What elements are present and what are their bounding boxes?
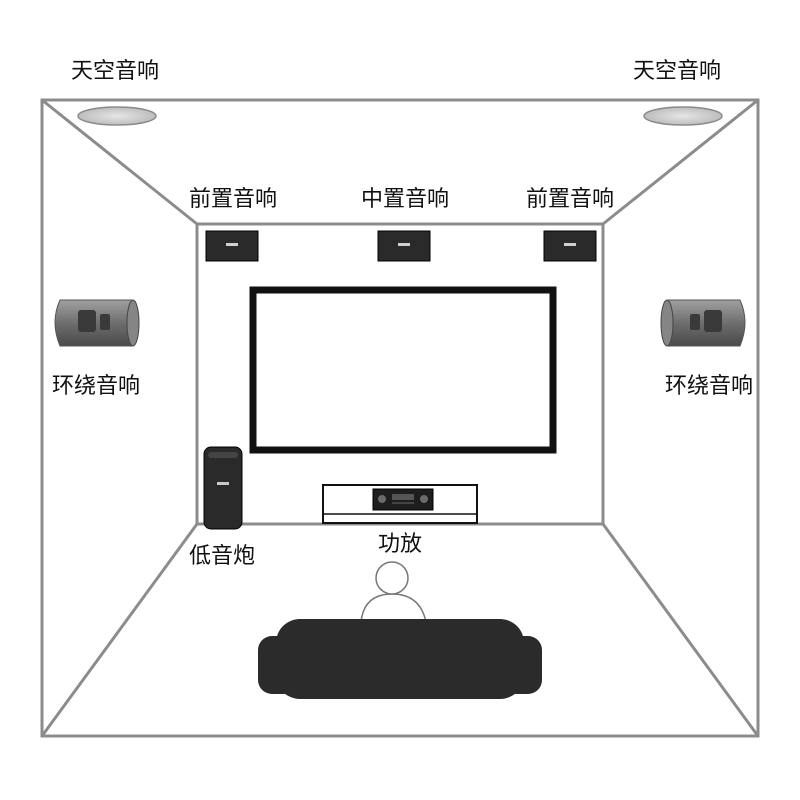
surround-speaker-right [660,299,746,347]
room-outer-wall [40,98,760,738]
surround-speaker-left [54,299,140,347]
front-speaker-right [543,230,597,262]
center-speaker [377,230,431,262]
label-ceiling-right: 天空音响 [633,59,721,84]
room-edge-top-right [602,98,759,226]
label-surround-left: 环绕音响 [52,374,140,399]
ceiling-speaker-right [643,106,723,126]
front-speaker-left [205,230,259,262]
subwoofer [203,446,243,530]
amplifier-cabinet [322,484,478,524]
ceiling-speaker-left [77,106,157,126]
label-amplifier: 功放 [378,532,422,557]
label-surround-right: 环绕音响 [665,374,753,399]
viewer-person [360,561,427,623]
sofa [258,619,542,699]
label-front-left: 前置音响 [189,187,277,212]
label-ceiling-left: 天空音响 [71,59,159,84]
room-edge-top-left [41,98,198,226]
label-front-right: 前置音响 [526,187,614,212]
room-edge-bottom-right [601,523,760,737]
projection-screen [249,286,557,454]
label-center: 中置音响 [361,187,449,212]
label-subwoofer: 低音炮 [189,544,255,569]
room-edge-bottom-left [40,523,199,737]
